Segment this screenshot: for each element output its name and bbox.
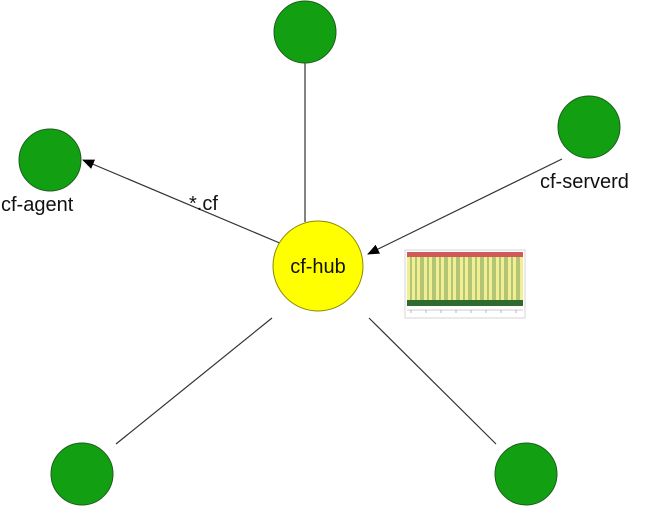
node-label-left: cf-agent (1, 194, 74, 216)
edge-hub-bottom-left (115, 317, 273, 445)
edge-label-hub-to-agent: *.cf (189, 193, 218, 215)
edge-hub-to-agent (82, 159, 283, 245)
edge-serverd-to-hub (367, 158, 563, 255)
edge-hub-bottom-right (368, 317, 497, 445)
node-bottom-left (50, 442, 114, 506)
compliance-bar-chart-icon (404, 249, 526, 319)
node-hub (272, 220, 364, 312)
hub-label: cf-hub (290, 256, 346, 278)
node-label-right: cf-serverd (540, 171, 629, 193)
node-right (557, 95, 621, 159)
node-left (18, 128, 82, 192)
node-top (273, 0, 337, 64)
node-bottom-right (494, 442, 558, 506)
